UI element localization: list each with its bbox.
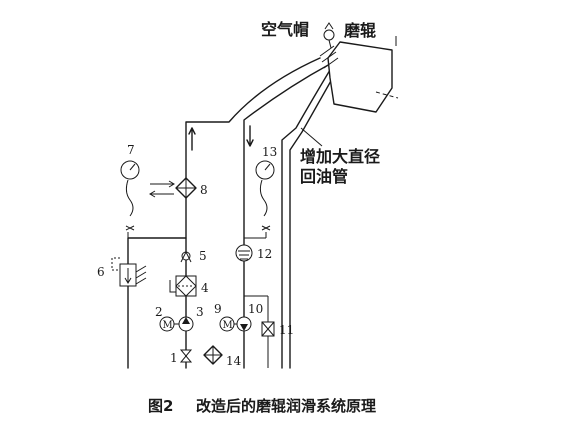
main-supply-pipe [185, 57, 321, 369]
svg-text:M: M [223, 320, 233, 331]
filter-4 [169, 275, 197, 297]
motor-2: M [159, 316, 175, 332]
label-10: 10 [248, 302, 263, 316]
pressure-gauge-7 [120, 160, 140, 231]
label-4: 4 [201, 281, 209, 295]
caption-number: 图2 [148, 397, 173, 415]
svg-text:M: M [163, 320, 173, 331]
valve-11 [261, 321, 275, 337]
label-8: 8 [200, 183, 208, 197]
label-5: 5 [199, 249, 207, 263]
cooler-8 [149, 177, 197, 199]
label-1: 1 [170, 351, 178, 365]
check-valve-5 [180, 250, 192, 263]
label-6: 6 [97, 265, 105, 279]
flow-arrow-up [188, 127, 196, 151]
label-return-pipe-1: 增加大直径 [300, 147, 380, 166]
label-grinding-roller: 磨辊 [344, 21, 376, 40]
label-9: 9 [214, 302, 222, 316]
callout-line [300, 127, 323, 147]
large-return-pipe [281, 69, 331, 369]
label-13: 13 [262, 145, 277, 159]
motor-9: M [219, 316, 235, 332]
pressure-gauge-13 [255, 160, 275, 231]
caption-text: 改造后的磨辊润滑系统原理 [196, 397, 376, 415]
outer-return-pipe [289, 71, 337, 369]
relief-branch [127, 237, 187, 369]
label-2: 2 [155, 305, 163, 319]
label-14: 14 [226, 354, 242, 368]
label-11: 11 [279, 323, 294, 337]
label-7: 7 [127, 143, 135, 157]
heater-14 [203, 345, 223, 365]
label-return-pipe-2: 回油管 [300, 167, 348, 186]
suction-valve-1 [179, 349, 193, 363]
pump-3 [178, 316, 194, 332]
label-12: 12 [257, 247, 272, 261]
return-pipe [243, 63, 331, 369]
relief-valve-6 [111, 257, 147, 287]
flow-indicator-12 [235, 244, 253, 262]
flow-arrow-down [246, 125, 254, 147]
label-3: 3 [196, 305, 204, 319]
label-air-cap: 空气帽 [261, 20, 309, 39]
air-cap-icon [323, 22, 335, 49]
grinding-roller [319, 41, 399, 113]
pump-10 [236, 316, 252, 332]
